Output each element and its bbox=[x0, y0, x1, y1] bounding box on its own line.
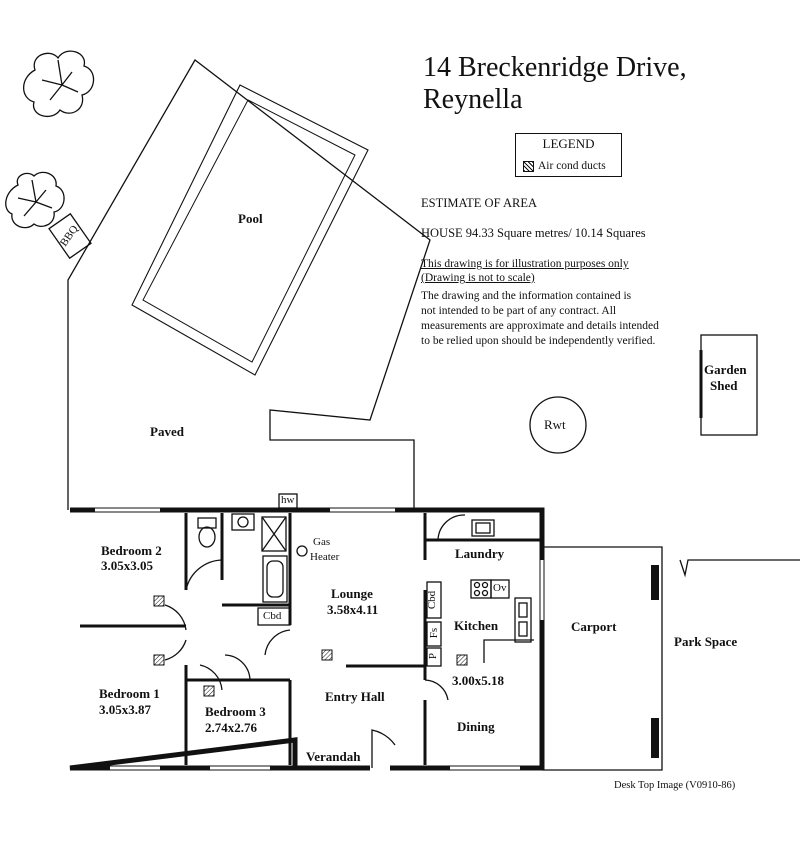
kitchen-cbd-label: Cbd bbox=[426, 590, 439, 610]
disclaimer-line2: (Drawing is not to scale) bbox=[421, 272, 535, 284]
gas-heater-icon bbox=[296, 545, 308, 557]
ov-box bbox=[490, 579, 510, 599]
entry-hall-label: Entry Hall bbox=[325, 689, 385, 704]
bedroom1-size: 3.05x3.87 bbox=[99, 702, 151, 717]
bedroom3-size: 2.74x2.76 bbox=[205, 720, 257, 735]
hw-box bbox=[278, 493, 298, 509]
carport-label: Carport bbox=[571, 619, 617, 634]
kitchen-cbd-box bbox=[426, 581, 442, 619]
dining-label: Dining bbox=[457, 719, 495, 734]
house-area: HOUSE 94.33 Square metres/ 10.14 Squares bbox=[421, 226, 646, 240]
shower bbox=[261, 516, 287, 552]
toilet bbox=[197, 517, 217, 529]
footer-image-id: Desk Top Image (V0910-86) bbox=[614, 780, 736, 791]
fs-box bbox=[426, 621, 442, 647]
ov-label: Ov bbox=[493, 582, 507, 594]
carport-outline bbox=[542, 546, 663, 771]
bath bbox=[262, 555, 288, 603]
aircon-duct-icon bbox=[203, 685, 215, 697]
fs-label: Fs bbox=[428, 627, 441, 639]
aircon-duct-icon bbox=[321, 649, 333, 661]
lounge-name: Lounge bbox=[331, 586, 373, 601]
disclaimer-body-2: not intended to be part of any contract.… bbox=[421, 305, 617, 317]
p-label: P bbox=[427, 652, 440, 660]
aircon-duct-icon bbox=[456, 654, 468, 666]
disclaimer-body-4: to be relied upon should be independentl… bbox=[421, 335, 656, 347]
legend-box: LEGEND Air cond ducts bbox=[515, 133, 622, 177]
stove bbox=[470, 579, 492, 599]
park-space-label: Park Space bbox=[674, 634, 738, 649]
disclaimer-body-1: The drawing and the information containe… bbox=[421, 290, 632, 302]
laundry-label: Laundry bbox=[455, 546, 505, 561]
tree-icon bbox=[22, 50, 95, 118]
gas-heater-label-1: Gas bbox=[313, 536, 331, 548]
rwt-label: Rwt bbox=[544, 417, 566, 432]
yard-boundary bbox=[67, 59, 431, 510]
rwt-tank bbox=[529, 396, 587, 454]
gas-heater-label-2: Heater bbox=[310, 551, 340, 563]
bedroom3-name: Bedroom 3 bbox=[205, 704, 266, 719]
bbq-box bbox=[48, 212, 92, 260]
address-title: 14 Breckenridge Drive, bbox=[423, 52, 687, 83]
p-box bbox=[426, 647, 442, 667]
pool-label: Pool bbox=[238, 211, 263, 226]
legend-item-label: Air cond ducts bbox=[538, 160, 606, 172]
legend-item: Air cond ducts bbox=[523, 160, 606, 172]
suburb-title: Reynella bbox=[423, 84, 523, 115]
hw-label: hw bbox=[281, 494, 295, 506]
pool-outline bbox=[131, 84, 369, 376]
aircon-duct-icon bbox=[523, 160, 534, 172]
paved-label: Paved bbox=[150, 424, 184, 439]
verandah-label: Verandah bbox=[306, 749, 361, 764]
cbd-box bbox=[257, 607, 291, 626]
disclaimer-line1: This drawing is for illustration purpose… bbox=[421, 258, 629, 270]
aircon-duct-icon bbox=[153, 595, 165, 607]
area-heading: ESTIMATE OF AREA bbox=[421, 196, 537, 210]
laundry-trough bbox=[471, 519, 495, 537]
bedroom2-name: Bedroom 2 bbox=[101, 543, 162, 558]
aircon-duct-icon bbox=[153, 654, 165, 666]
cbd-label: Cbd bbox=[263, 610, 282, 622]
kitchen-sink bbox=[514, 597, 532, 643]
bedroom2-size: 3.05x3.05 bbox=[101, 558, 153, 573]
bedroom1-name: Bedroom 1 bbox=[99, 686, 160, 701]
tree-icon bbox=[5, 171, 65, 229]
kitchen-size: 3.00x5.18 bbox=[452, 673, 504, 688]
disclaimer-body-3: measurements are approximate and details… bbox=[421, 320, 659, 332]
garden-shed-label-1: Garden bbox=[704, 362, 747, 377]
garden-shed-label-2: Shed bbox=[710, 378, 738, 393]
kitchen-name: Kitchen bbox=[454, 618, 499, 633]
lounge-size: 3.58x4.11 bbox=[327, 602, 379, 617]
basin bbox=[231, 513, 255, 531]
legend-heading: LEGEND bbox=[542, 136, 595, 151]
